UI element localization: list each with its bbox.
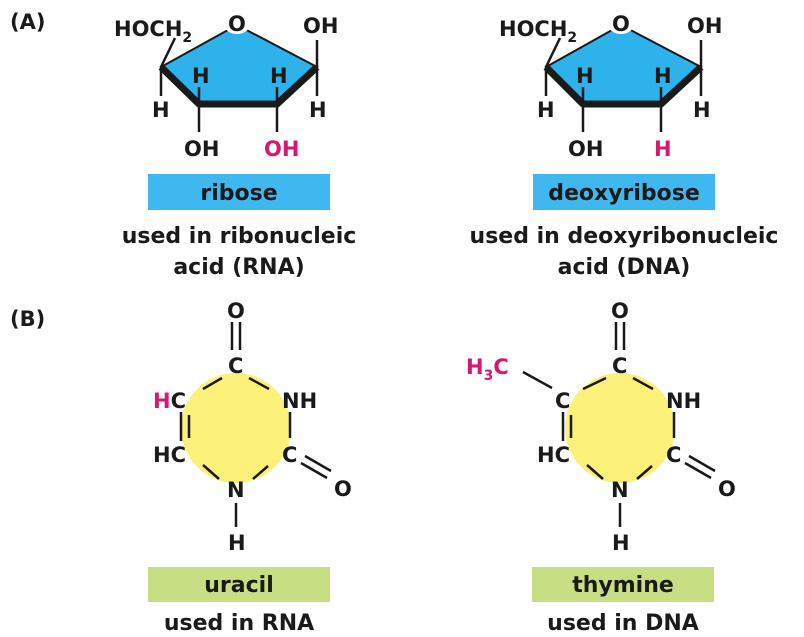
thymine-nh: NH xyxy=(666,389,701,413)
uracil-nh: NH xyxy=(282,389,317,413)
deoxyribose-label: deoxyribose xyxy=(548,181,700,206)
thymine-c-left: C xyxy=(555,389,570,413)
thymine-o-top: O xyxy=(611,299,629,323)
ribose-label-box xyxy=(148,174,330,210)
uracil-h-bottom: H xyxy=(228,531,246,555)
thymine-label-box xyxy=(532,567,714,602)
thymine-caption: used in DNA xyxy=(547,611,699,636)
ribose-oh-right: OH xyxy=(303,14,338,38)
ribose-h-inner-right: H xyxy=(270,64,288,88)
uracil-caption: used in RNA xyxy=(164,611,314,636)
ribose-hoch2: HOCH2 xyxy=(114,17,192,46)
deoxyribose-label-box xyxy=(533,174,715,210)
thymine-structure xyxy=(522,322,716,527)
thymine-c-top: C xyxy=(612,354,627,378)
deoxyribose-structure xyxy=(543,14,704,132)
thymine-ring xyxy=(565,373,675,483)
ribose-caption-line1: used in ribonucleic xyxy=(122,224,357,249)
deoxyribose-caption-line2: acid (DNA) xyxy=(558,255,691,280)
thymine-n: N xyxy=(611,478,629,502)
thymine-h-bottom: H xyxy=(612,531,630,555)
uracil-label: uracil xyxy=(204,573,273,598)
deoxyribose-oh-bottom-left: OH xyxy=(568,137,603,161)
deoxyribose-front-edge xyxy=(543,64,704,108)
panel-a-label: (A) xyxy=(10,10,45,34)
uracil-n: N xyxy=(227,478,245,502)
uracil-o-top: O xyxy=(227,299,245,323)
thymine-hc-bottom: HC xyxy=(537,443,570,467)
deoxyribose-h-inner-left: H xyxy=(576,64,594,88)
deoxyribose-h-left: H xyxy=(537,98,555,122)
uracil-hc-bottom: HC xyxy=(153,443,186,467)
ribose-oh-bottom-right: OH xyxy=(264,137,299,161)
ribose-h-inner-left: H xyxy=(192,64,210,88)
ribose-h-right: H xyxy=(309,98,327,122)
ribose-structure xyxy=(158,14,320,132)
ribose-caption-line2: acid (RNA) xyxy=(173,255,304,280)
uracil-ring xyxy=(181,373,291,483)
deoxyribose-h-inner-right: H xyxy=(654,64,672,88)
ribose-label: ribose xyxy=(200,181,277,206)
ribose-front-edge xyxy=(158,64,320,108)
thymine-c-right: C xyxy=(666,443,681,467)
deoxyribose-hoch2: HOCH2 xyxy=(499,17,577,46)
panel-b-label: (B) xyxy=(10,307,45,331)
uracil-c-top: C xyxy=(228,354,243,378)
uracil-c-right: C xyxy=(282,443,297,467)
uracil-label-box xyxy=(148,567,330,602)
thymine-label: thymine xyxy=(572,573,674,598)
ribose-ring-oxygen: O xyxy=(228,12,246,36)
deoxyribose-ring-oxygen: O xyxy=(612,12,630,36)
uracil-hc-top: HC xyxy=(153,389,186,413)
uracil-o-right: O xyxy=(334,477,352,501)
deoxyribose-h-bottom-right: H xyxy=(654,137,672,161)
deoxyribose-oh-right: OH xyxy=(687,14,722,38)
deoxyribose-h-right: H xyxy=(693,98,711,122)
uracil-structure xyxy=(179,322,332,527)
thymine-methyl: H3C xyxy=(466,355,509,384)
ribose-oh-bottom-left: OH xyxy=(184,137,219,161)
deoxyribose-caption-line1: used in deoxyribonucleic xyxy=(470,224,779,249)
ribose-h-left: H xyxy=(152,98,170,122)
thymine-o-right: O xyxy=(718,477,736,501)
